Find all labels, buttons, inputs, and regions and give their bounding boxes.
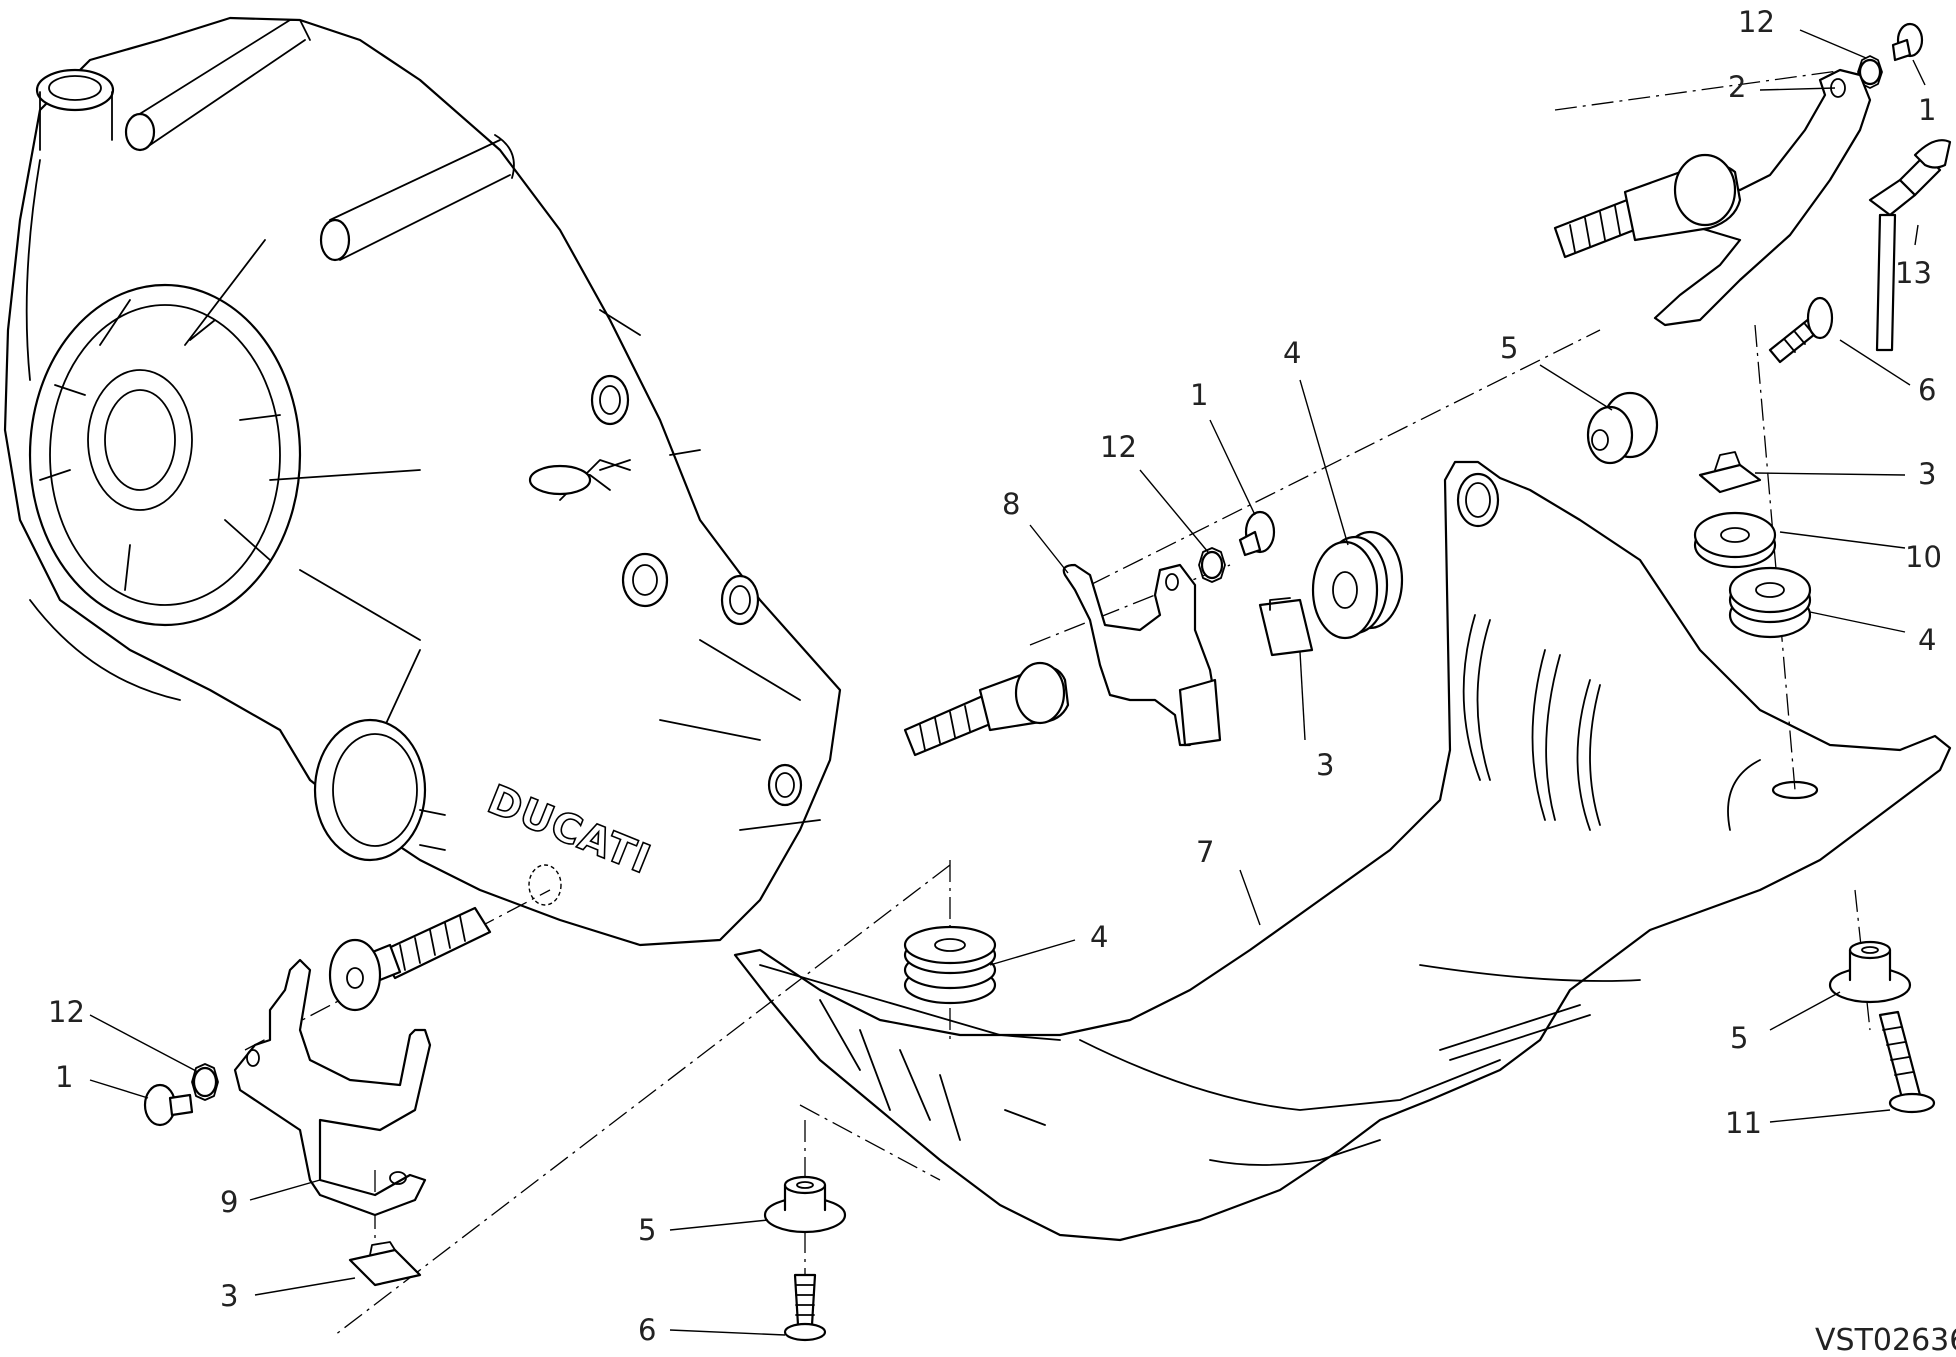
grommet-4-right <box>1728 566 1812 639</box>
middle-bracket-assembly <box>903 510 1404 757</box>
star-washer-mid <box>1198 547 1226 583</box>
speed-nut-mid <box>1258 598 1314 657</box>
bracket-2 <box>1653 68 1872 327</box>
callout-1-mid: 1 <box>1190 378 1208 412</box>
screw-6-bottom <box>783 1273 827 1342</box>
bottom-fasteners <box>763 940 1936 1342</box>
cable-tie <box>1868 139 1952 352</box>
diagram-code: VST02636 <box>1815 1323 1956 1357</box>
callout-5-top: 5 <box>1500 331 1518 365</box>
callout-12-top: 12 <box>1738 5 1775 39</box>
callout-3-mid: 3 <box>1316 748 1334 782</box>
upper-bracket-assembly <box>1553 22 1952 639</box>
callout-6-bottom: 6 <box>638 1313 656 1347</box>
spacer-5-right <box>1828 940 1912 1004</box>
callout-11: 11 <box>1725 1106 1762 1140</box>
callout-6-top: 6 <box>1918 373 1936 407</box>
callout-7: 7 <box>1196 835 1214 869</box>
spacer-5-top <box>1586 391 1659 465</box>
washer-10 <box>1693 511 1777 569</box>
stud-upper <box>1553 153 1742 259</box>
speed-nut-right <box>1698 463 1762 494</box>
screw-11 <box>1878 1010 1936 1114</box>
screw-6-top <box>1768 296 1834 364</box>
bracket-9 <box>233 958 432 1217</box>
screw-top <box>1891 22 1924 62</box>
screw-mid <box>1238 510 1276 557</box>
callout-13: 13 <box>1895 256 1932 290</box>
callout-1-left: 1 <box>55 1060 73 1094</box>
spacer-5-bottom <box>763 1175 847 1234</box>
screw-left <box>143 1083 194 1127</box>
callout-12-mid: 12 <box>1100 430 1137 464</box>
speed-nut-left <box>348 1248 422 1287</box>
star-washer-left <box>191 1063 219 1101</box>
callout-4-low: 4 <box>1090 920 1108 954</box>
callout-3-right: 3 <box>1918 457 1936 491</box>
callout-12-left: 12 <box>48 995 85 1029</box>
callout-2-top: 2 <box>1728 70 1746 104</box>
stud-mid <box>903 661 1070 757</box>
grommet-4-low <box>903 925 997 1005</box>
callout-5-bottom: 5 <box>638 1213 656 1247</box>
callout-8: 8 <box>1002 487 1020 521</box>
callout-4-right: 4 <box>1918 623 1936 657</box>
grommet-4-mid <box>1311 530 1404 640</box>
lower-left-bracket-assembly <box>143 906 492 1287</box>
clutch-cover: DUCATI <box>3 16 842 947</box>
callout-3-left: 3 <box>220 1279 238 1313</box>
bracket-8 <box>1062 563 1217 747</box>
belly-pan <box>733 460 1952 1242</box>
callout-9: 9 <box>220 1185 238 1219</box>
callout-1-top: 1 <box>1918 93 1936 127</box>
leader-lines <box>89 29 1926 1336</box>
callout-4-mid: 4 <box>1283 336 1301 370</box>
callout-labels: 12 1 2 13 5 6 3 10 4 4 1 12 8 3 7 4 12 1… <box>48 5 1942 1347</box>
callout-10: 10 <box>1905 540 1942 574</box>
stud-left <box>328 906 492 1012</box>
callout-5-right: 5 <box>1730 1021 1748 1055</box>
